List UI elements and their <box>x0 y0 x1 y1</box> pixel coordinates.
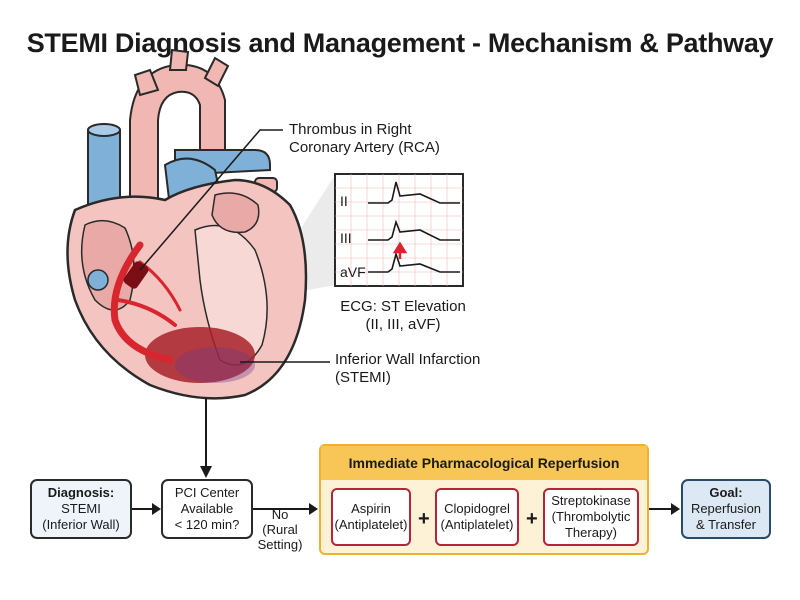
arrowhead-down <box>200 466 212 478</box>
goal-line2: Reperfusion <box>690 501 762 516</box>
drug-aspirin-name: Aspirin <box>351 501 391 516</box>
infarct-label-line2: (STEMI) <box>335 369 391 386</box>
no-branch-label: No (Rural Setting) <box>255 507 305 552</box>
thrombus-label-line1: Thrombus in Right <box>289 121 412 138</box>
goal-heading: Goal: <box>709 485 743 500</box>
left-atrium <box>211 192 260 234</box>
infarct-zone <box>145 327 255 383</box>
no-label-line3: Setting) <box>257 537 303 552</box>
thrombus-leader <box>139 129 283 271</box>
infarct-label-line1: Inferior Wall Infarction <box>335 351 481 368</box>
ecg-caption-line1: ECG: ST Elevation <box>340 298 466 315</box>
reperfusion-title: Immediate Pharmacological Reperfusion <box>321 446 647 480</box>
diagnosis-line3: (Inferior Wall) <box>42 517 120 532</box>
thrombus-label: Thrombus in Right Coronary Artery (RCA) <box>289 121 440 157</box>
drug-aspirin-note: (Antiplatelet) <box>334 517 408 532</box>
aortic-branch-2 <box>168 48 190 71</box>
infarct-label: Inferior Wall Infarction (STEMI) <box>335 351 480 387</box>
ecg-lead-iii: III <box>340 230 352 246</box>
arrowhead-right-1 <box>152 503 161 515</box>
pci-line2: Available <box>180 501 234 516</box>
ecg-trace-iii <box>368 219 460 241</box>
arrowhead-right-2 <box>309 503 318 515</box>
no-label-line2: (Rural <box>262 522 298 537</box>
diagnosis-heading: Diagnosis: <box>47 485 115 500</box>
vessel-opening-1 <box>87 269 109 291</box>
drug-streptokinase: Streptokinase (Thrombolytic Therapy) <box>543 488 639 546</box>
pci-line3: < 120 min? <box>174 517 240 532</box>
goal-line3: & Transfer <box>696 517 756 532</box>
drug-clopidogrel-note: (Antiplatelet) <box>440 517 514 532</box>
rca-branch-1 <box>116 298 177 327</box>
page-title: STEMI Diagnosis and Management - Mechani… <box>26 28 774 58</box>
svc-opening <box>87 123 121 137</box>
ecg-caption: ECG: ST Elevation (II, III, aVF) <box>318 298 488 334</box>
plus-2: + <box>526 508 538 530</box>
diagnosis-line2: STEMI <box>61 501 101 516</box>
drug-streptokinase-note: (Thrombolytic <box>551 509 631 524</box>
drug-aspirin: Aspirin (Antiplatelet) <box>331 488 411 546</box>
drug-clopidogrel: Clopidogrel (Antiplatelet) <box>435 488 519 546</box>
right-coronary-artery <box>110 241 174 364</box>
goal-box: Goal: Reperfusion & Transfer <box>681 479 771 539</box>
drug-clopidogrel-name: Clopidogrel <box>444 501 510 516</box>
ecg-lead-avf: aVF <box>340 264 366 280</box>
plus-1: + <box>418 508 430 530</box>
pci-line1: PCI Center <box>174 485 240 500</box>
drug-streptokinase-note2: Therapy) <box>564 525 618 540</box>
reperfusion-panel: Immediate Pharmacological Reperfusion As… <box>319 444 649 555</box>
pci-decision-box: PCI Center Available < 120 min? <box>161 479 253 539</box>
ecg-trace-avf <box>368 251 460 273</box>
infarct-border <box>175 347 255 383</box>
thrombus-label-line2: Coronary Artery (RCA) <box>289 139 440 156</box>
no-label-line1: No <box>271 507 289 522</box>
st-elevation-arrow-icon <box>392 241 408 259</box>
diagnosis-box: Diagnosis: STEMI (Inferior Wall) <box>30 479 132 539</box>
ecg-trace-ii <box>368 181 460 204</box>
aortic-branch-1 <box>133 68 160 97</box>
ecg-lead-ii: II <box>340 193 348 209</box>
arrowhead-right-3 <box>671 503 680 515</box>
aortic-branch-3 <box>203 56 230 88</box>
ecg-caption-line2: (II, III, aVF) <box>365 316 441 333</box>
drug-streptokinase-name: Streptokinase <box>551 493 631 508</box>
